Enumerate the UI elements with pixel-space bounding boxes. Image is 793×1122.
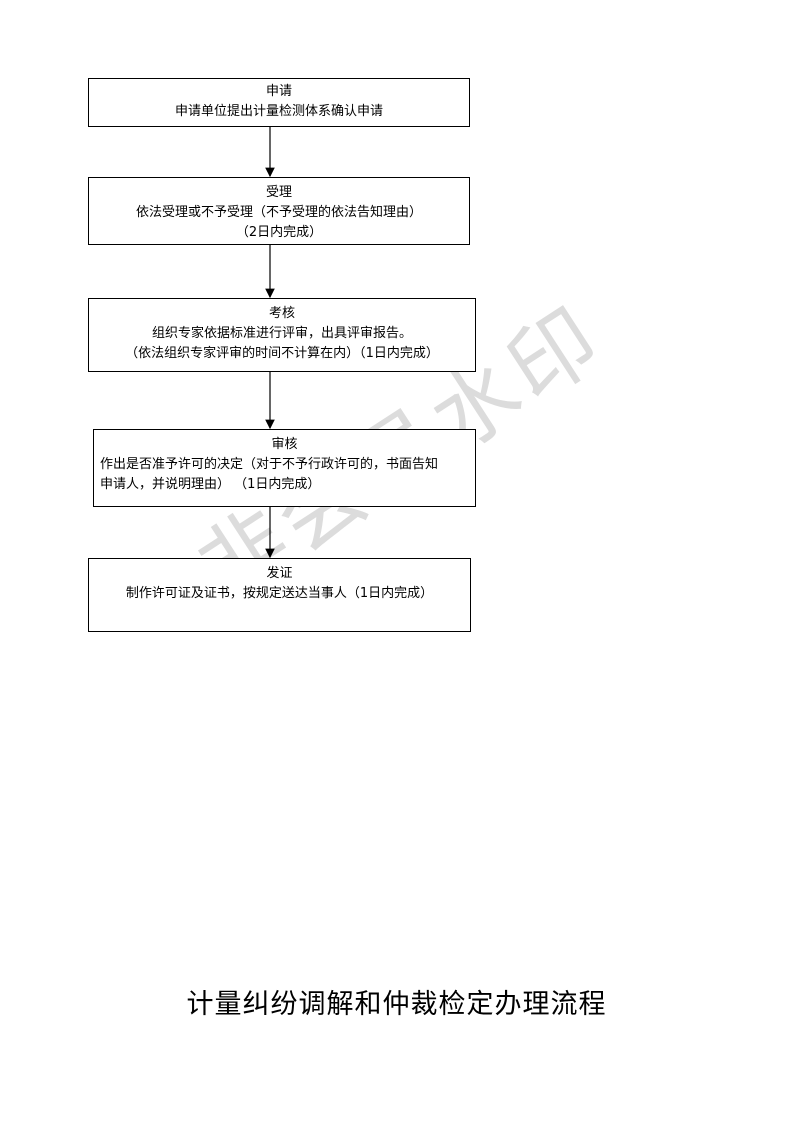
step-duration: （依法组织专家评审的时间不计算在内）（1日内完成） bbox=[125, 346, 439, 361]
step-title: 考核 bbox=[268, 306, 295, 321]
step-title: 发证 bbox=[266, 566, 293, 581]
step-description: 申请单位提出计量检测体系确认申请 bbox=[174, 104, 383, 119]
step-description: 作出是否准予许可的决定（对于不予行政许可的，书面告知 bbox=[100, 457, 439, 472]
step-description: 组织专家依据标准进行评审，出具评审报告。 bbox=[151, 326, 412, 341]
next-section-title: 计量纠纷调解和仲裁检定办理流程 bbox=[186, 989, 607, 1020]
step-description: 制作许可证及证书，按规定送达当事人（1日内完成） bbox=[125, 586, 434, 601]
step-description: 依法受理或不予受理（不予受理的依法告知理由） bbox=[135, 205, 422, 220]
step-title: 受理 bbox=[265, 185, 292, 200]
step-duration: 申请人，并说明理由） （1日内完成） bbox=[100, 477, 321, 492]
step-title: 审核 bbox=[271, 437, 298, 452]
step-issuance: 发证 制作许可证及证书，按规定送达当事人（1日内完成） bbox=[88, 558, 471, 632]
step-title: 申请 bbox=[265, 84, 292, 99]
step-review: 审核 作出是否准予许可的决定（对于不予行政许可的，书面告知 申请人，并说明理由）… bbox=[93, 429, 476, 507]
step-acceptance: 受理 依法受理或不予受理（不予受理的依法告知理由） （2日内完成） bbox=[88, 177, 470, 245]
step-assessment: 考核 组织专家依据标准进行评审，出具评审报告。 （依法组织专家评审的时间不计算在… bbox=[88, 298, 476, 372]
step-application: 申请 申请单位提出计量检测体系确认申请 bbox=[88, 78, 470, 127]
step-duration: （2日内完成） bbox=[235, 225, 323, 240]
